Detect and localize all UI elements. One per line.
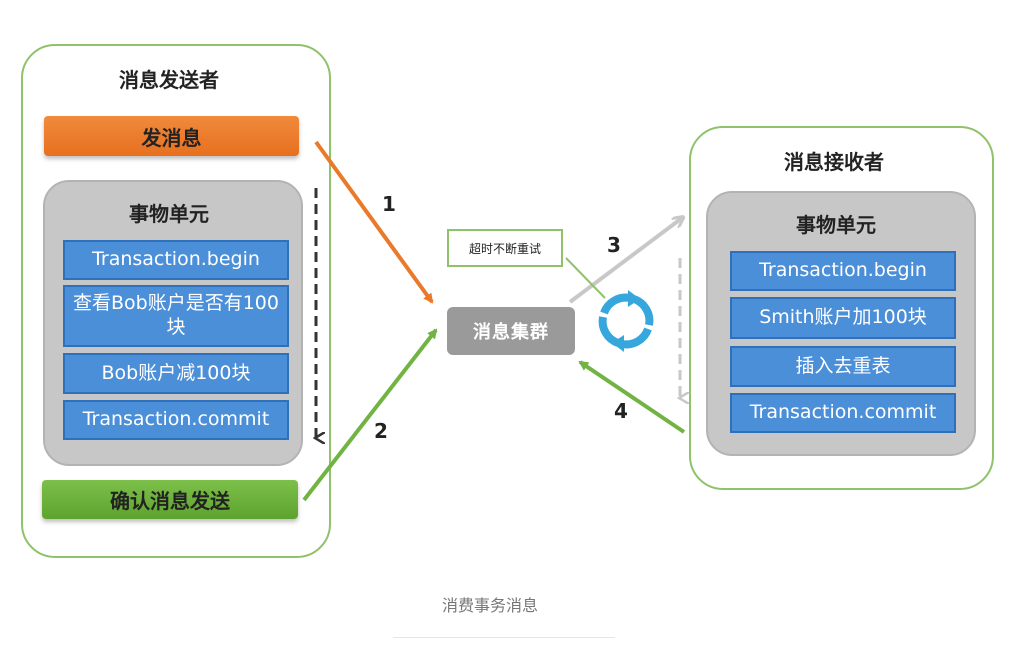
- sender-unit-title: 事物单元: [129, 202, 209, 226]
- sender-step-begin: Transaction.begin: [63, 240, 289, 280]
- retry-label-box: 超时不断重试: [447, 229, 563, 267]
- arrow-4-label: 4: [614, 399, 628, 423]
- arrow-3: [568, 218, 682, 304]
- sender-step-check-balance: 查看Bob账户是否有100块: [63, 285, 289, 347]
- caption-divider: [393, 637, 615, 638]
- receiver-step-commit: Transaction.commit: [730, 393, 956, 433]
- arrow-3-label: 3: [607, 233, 621, 257]
- arrow-4: [578, 360, 686, 434]
- receiver-step-insert-dedup: 插入去重表: [730, 346, 956, 387]
- arrow-2: [302, 328, 438, 502]
- sender-title: 消息发送者: [119, 68, 219, 92]
- receiver-unit-title: 事物单元: [796, 213, 876, 237]
- figure-caption: 消费事务消息: [442, 596, 539, 615]
- arrow-1-label: 1: [382, 192, 396, 216]
- sender-step-commit: Transaction.commit: [63, 400, 289, 440]
- receiver-title: 消息接收者: [784, 150, 884, 174]
- arrow-1: [314, 140, 434, 304]
- confirm-send-button: 确认消息发送: [42, 480, 298, 519]
- arrow-2-label: 2: [374, 419, 388, 443]
- send-message-button: 发消息: [44, 116, 299, 156]
- message-cluster: 消息集群: [447, 307, 575, 355]
- receiver-step-add-balance: Smith账户加100块: [730, 297, 956, 339]
- sender-step-deduct: Bob账户减100块: [63, 353, 289, 394]
- receiver-step-begin: Transaction.begin: [730, 251, 956, 291]
- retry-cycle-icon: [598, 290, 654, 352]
- retry-pointer-line: [565, 257, 606, 299]
